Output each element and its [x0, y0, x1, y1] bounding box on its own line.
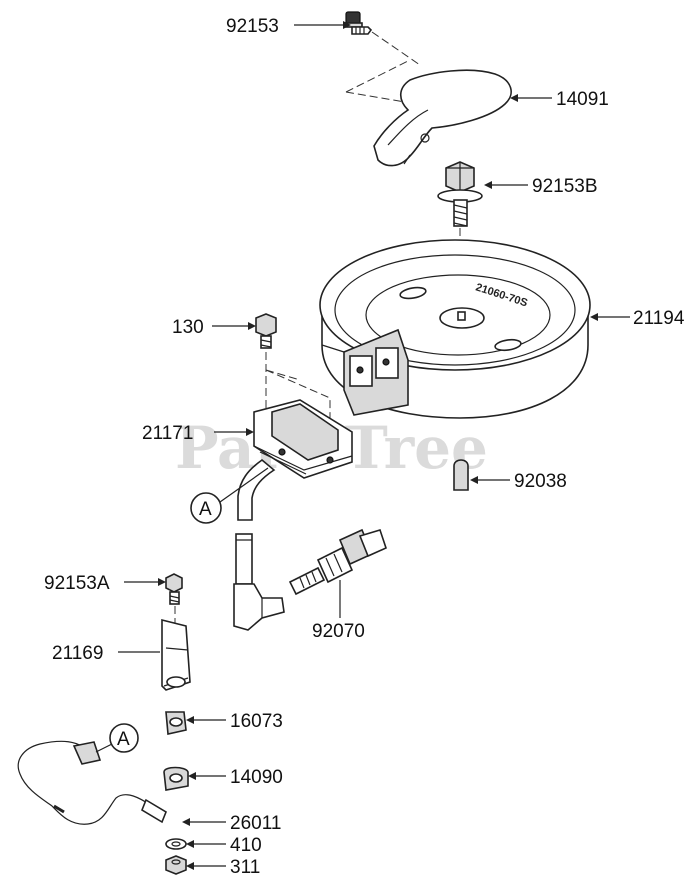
arrow-21171 [246, 428, 254, 436]
bracket-21169[interactable] [161, 618, 191, 691]
arrow-130 [248, 322, 256, 330]
stop-wire-26011[interactable] [17, 740, 167, 825]
arrow-92038 [470, 476, 478, 484]
callout-21169[interactable]: 21169 [52, 643, 103, 664]
washer-410[interactable] [165, 838, 187, 850]
callout-92038[interactable]: 92038 [514, 471, 567, 492]
callout-311[interactable]: 311 [230, 857, 260, 878]
callout-92070[interactable]: 92070 [312, 621, 365, 642]
spark-plug-92070[interactable] [288, 528, 387, 596]
bolt-92153B[interactable] [437, 161, 483, 227]
callout-21194[interactable]: 21194 [633, 308, 685, 329]
callout-21171[interactable]: 21171 [142, 423, 193, 444]
callout-14090[interactable]: 14090 [230, 767, 283, 788]
callout-16073[interactable]: 16073 [230, 711, 283, 732]
bolt-92153A[interactable] [165, 573, 183, 605]
bolt-130[interactable] [255, 313, 277, 349]
arrow-92153B [484, 181, 492, 189]
leader-ref-a-top [219, 467, 269, 503]
arrow-21194 [590, 313, 598, 321]
callout-92153A[interactable]: 92153A [44, 573, 110, 594]
callout-130[interactable]: 130 [172, 317, 204, 338]
arrow-14090 [188, 772, 196, 780]
plug-cap[interactable] [233, 533, 285, 631]
svg-text:A: A [199, 499, 212, 520]
key-92038[interactable] [453, 459, 469, 491]
arrow-26011 [182, 818, 190, 826]
nut-311[interactable] [165, 855, 187, 875]
leader-ref-a-bottom [95, 743, 113, 753]
arrow-92153 [343, 21, 351, 29]
ignition-coil-21171[interactable] [237, 399, 353, 521]
callout-92153[interactable]: 92153 [226, 16, 279, 37]
ref-marker-a-top: A [190, 492, 222, 524]
flywheel-21194[interactable]: 21060-70S [319, 239, 591, 419]
bolt-92153[interactable] [343, 11, 373, 35]
callout-14091[interactable]: 14091 [556, 89, 609, 110]
arrow-410 [186, 840, 194, 848]
bracket-14091[interactable] [373, 69, 512, 167]
callout-92153B[interactable]: 92153B [532, 176, 598, 197]
ref-marker-a-bottom: A [109, 723, 139, 753]
arrow-14091 [510, 94, 518, 102]
callout-26011[interactable]: 26011 [230, 813, 281, 834]
guide-92153 [345, 31, 501, 109]
svg-text:A: A [117, 729, 130, 750]
arrow-16073 [186, 716, 194, 724]
arrow-92153A [158, 578, 166, 586]
callout-410[interactable]: 410 [230, 835, 262, 856]
part-14090[interactable] [163, 766, 189, 791]
part-16073[interactable] [165, 711, 187, 735]
arrow-311 [186, 862, 194, 870]
